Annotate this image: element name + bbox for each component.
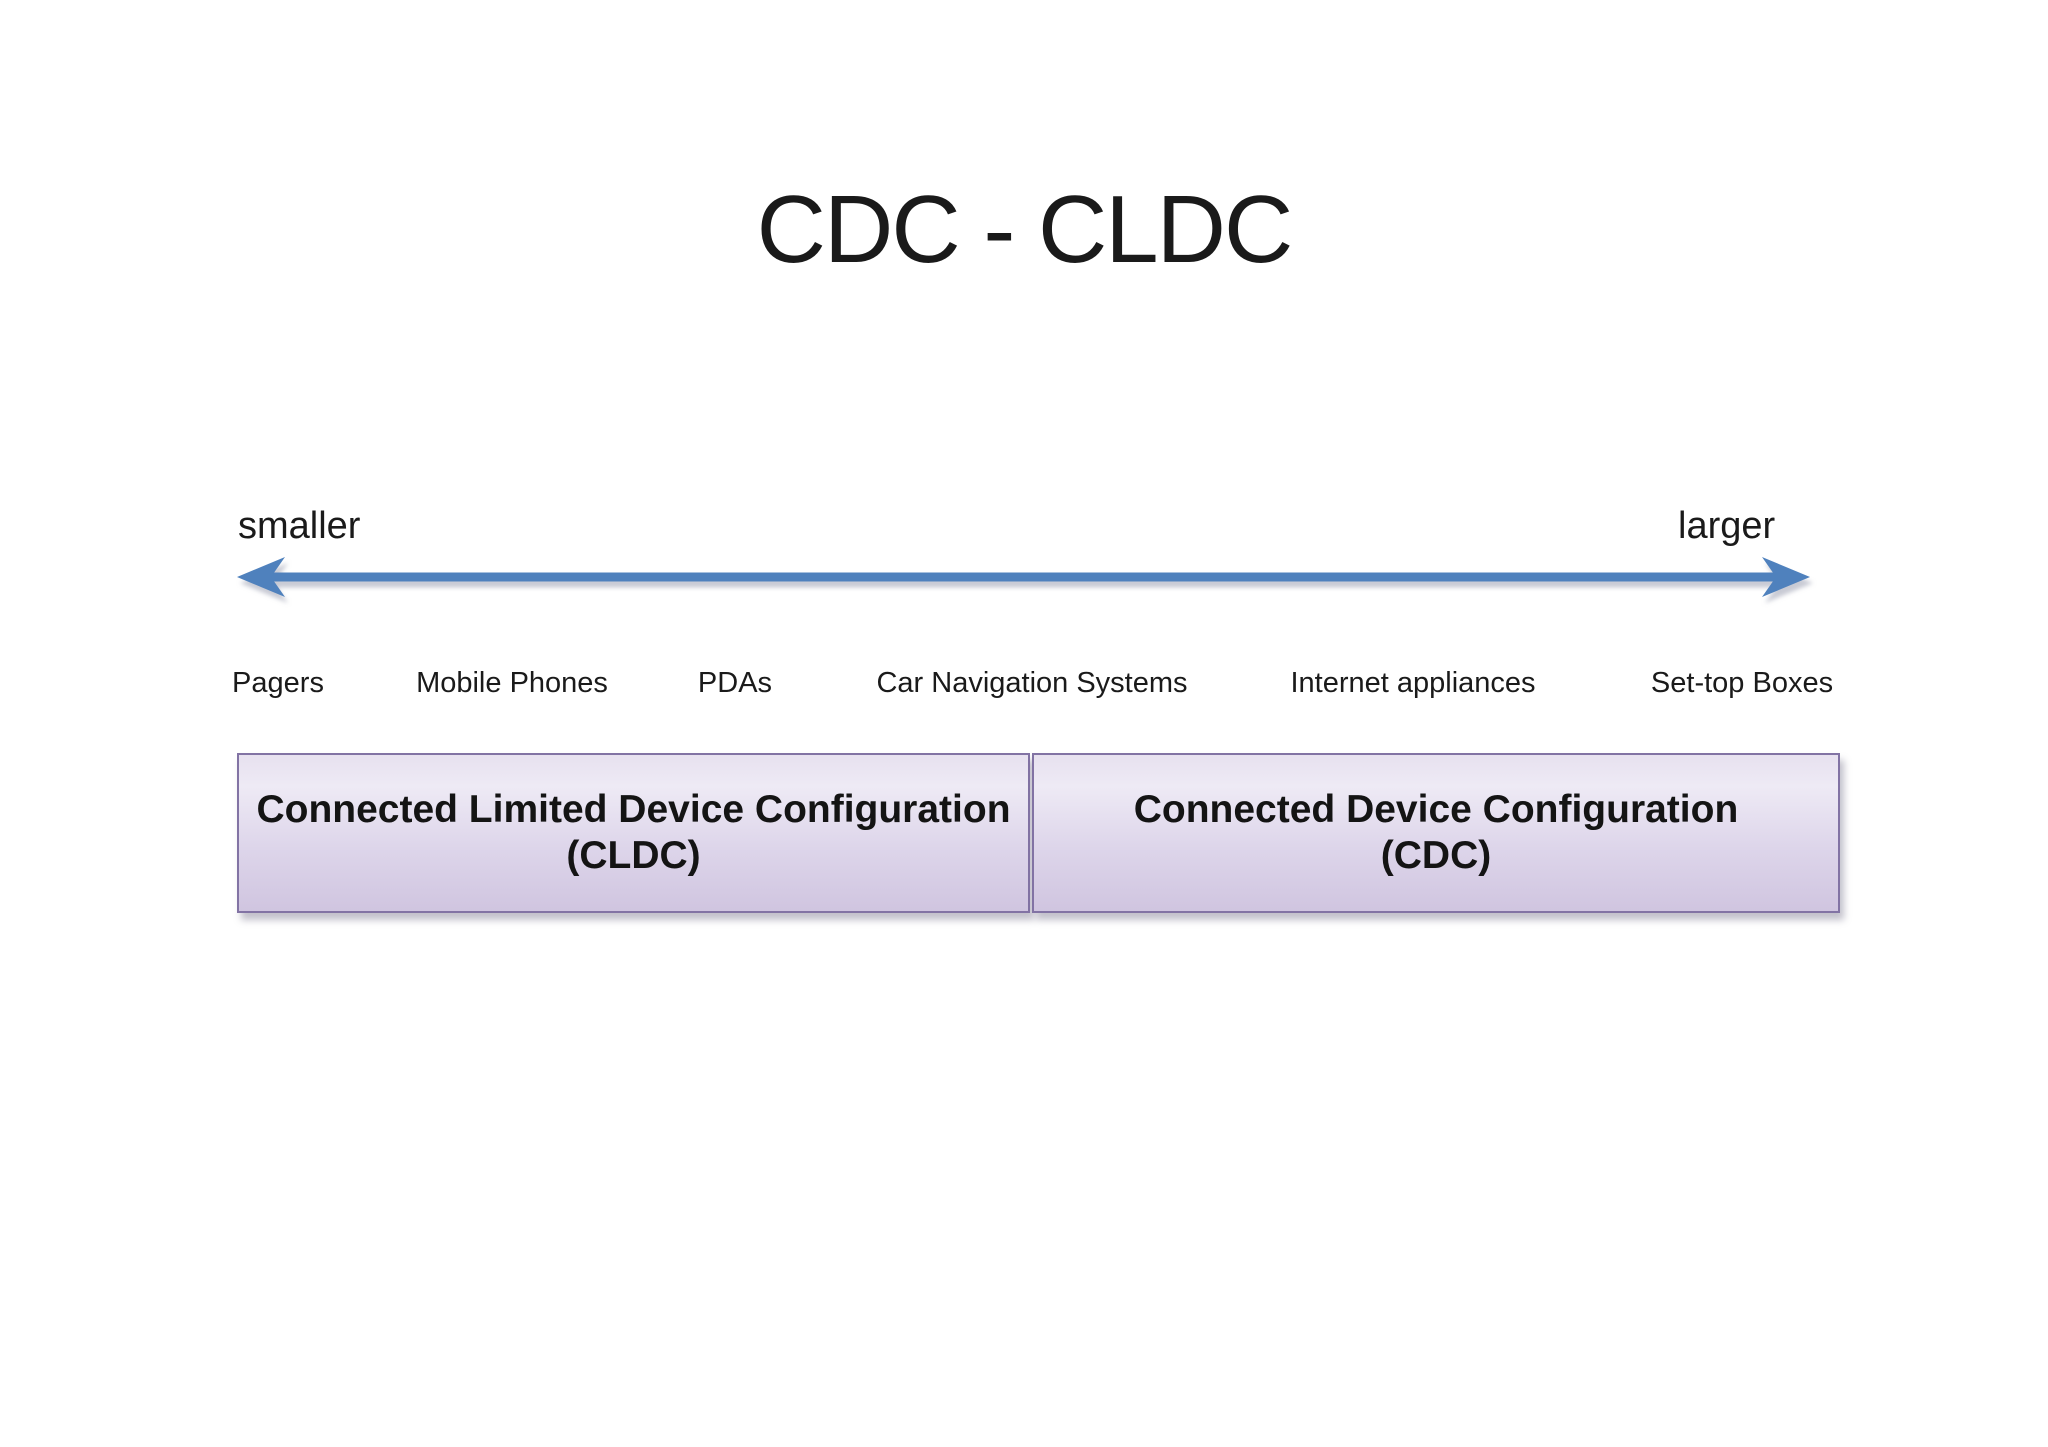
cldc-box-abbreviation: (CLDC) xyxy=(566,834,701,877)
cdc-box-title: Connected Device Configuration xyxy=(1133,788,1739,831)
cldc-box-title: Connected Limited Device Configuration xyxy=(256,788,1011,831)
arrowhead-right-icon xyxy=(1762,557,1810,597)
device-label-set-top-boxes: Set-top Boxes xyxy=(1650,667,1834,699)
cdc-box: Connected Device Configuration (CDC) xyxy=(1032,753,1840,913)
slide-title: CDC - CLDC xyxy=(756,176,1294,283)
device-label-car-navigation: Car Navigation Systems xyxy=(876,667,1188,699)
device-label-mobile-phones: Mobile Phones xyxy=(416,667,608,699)
size-spectrum-arrow-icon xyxy=(237,557,1810,597)
device-label-internet-appliances: Internet appliances xyxy=(1290,667,1536,699)
device-label-pagers: Pagers xyxy=(232,667,324,699)
cdc-box-abbreviation: (CDC) xyxy=(1380,834,1492,877)
arrowhead-left-icon xyxy=(237,557,285,597)
cldc-box: Connected Limited Device Configuration (… xyxy=(237,753,1030,913)
scale-label-larger: larger xyxy=(1678,505,1776,547)
scale-label-smaller: smaller xyxy=(238,505,361,547)
device-label-pdas: PDAs xyxy=(697,667,773,699)
